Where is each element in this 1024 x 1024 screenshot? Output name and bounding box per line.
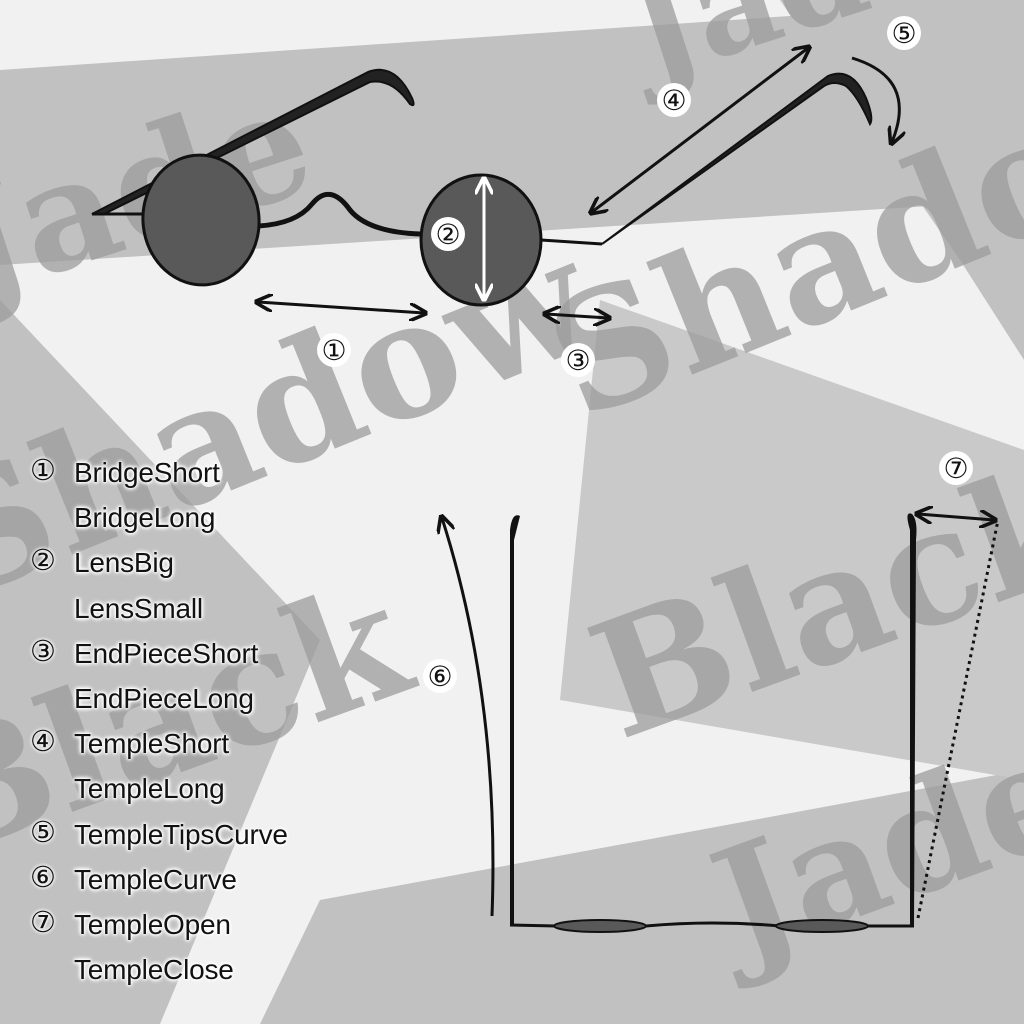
legend-label: EndPieceLong — [74, 682, 254, 714]
endpiece-arrow — [546, 314, 608, 318]
marker-1: ① — [321, 334, 346, 367]
legend-item-2: ② LensBig LensSmall — [30, 540, 390, 623]
temple-length-arrow — [592, 48, 808, 212]
legend-item-4: ④ TempleShort TempleLong — [30, 721, 390, 804]
bridge-arrow — [258, 302, 424, 313]
legend-label: TempleTipsCurve — [74, 818, 288, 850]
legend-item-3: ③ EndPieceShort EndPieceLong — [30, 631, 390, 714]
legend-number: ⑤ — [30, 814, 56, 849]
temple-open-arrow — [918, 514, 994, 520]
glasses-topdown — [442, 513, 1000, 933]
legend-number: ⑥ — [30, 859, 56, 894]
left-lens-top — [553, 919, 647, 933]
band-diagonal — [780, 0, 1024, 360]
marker-3: ③ — [565, 344, 590, 377]
legend-item-5: ⑤ TempleTipsCurve — [30, 812, 390, 857]
marker-7: ⑦ — [943, 452, 968, 485]
right-temple — [601, 72, 873, 245]
legend-number: ① — [30, 453, 56, 487]
band-right — [560, 300, 1024, 780]
legend-label: TempleLong — [74, 773, 225, 805]
legend-number: ④ — [30, 724, 56, 759]
legend-item-7: ⑦ TempleOpen TempleClose — [30, 902, 390, 985]
marker-4: ④ — [661, 84, 686, 117]
temple-tip-curve-arrow — [851, 56, 899, 142]
band-left — [0, 300, 320, 1024]
temple-open-dotted — [916, 519, 1000, 919]
marker-5: ⑤ — [891, 17, 916, 50]
right-endpiece — [540, 238, 603, 246]
right-temple-top — [907, 513, 917, 925]
marker-2: ② — [435, 218, 460, 251]
left-lens — [141, 153, 261, 287]
markers: ① ② ③ ④ ⑤ ⑥ ⑦ — [317, 16, 973, 693]
legend-label: LensSmall — [74, 592, 203, 624]
legend-label: LensBig — [74, 547, 174, 579]
right-lens-top — [775, 919, 869, 933]
legend-item-6: ⑥ TempleCurve — [30, 857, 390, 902]
legend-label: TempleCurve — [74, 863, 237, 895]
legend-label: BridgeShort — [74, 457, 220, 488]
legend-number: ② — [30, 543, 56, 578]
left-temple-top — [510, 515, 520, 925]
legend-label: EndPieceShort — [74, 637, 259, 669]
legend-label: TempleOpen — [74, 908, 231, 940]
legend-number: ⑦ — [30, 904, 56, 939]
legend-item-1: ① BridgeShort BridgeLong — [30, 450, 390, 533]
temple-curve-arrow — [442, 518, 495, 917]
legend: ① BridgeShort BridgeLong ② LensBig LensS… — [30, 450, 390, 985]
bridge — [257, 192, 421, 237]
legend-number: ③ — [30, 633, 56, 668]
legend-label: TempleClose — [74, 954, 234, 986]
band-bottom — [260, 770, 1024, 1024]
marker-6: ⑥ — [427, 660, 452, 693]
legend-label: BridgeLong — [74, 502, 216, 534]
legend-label: TempleShort — [74, 728, 229, 760]
measure-arrows-top — [258, 48, 899, 318]
